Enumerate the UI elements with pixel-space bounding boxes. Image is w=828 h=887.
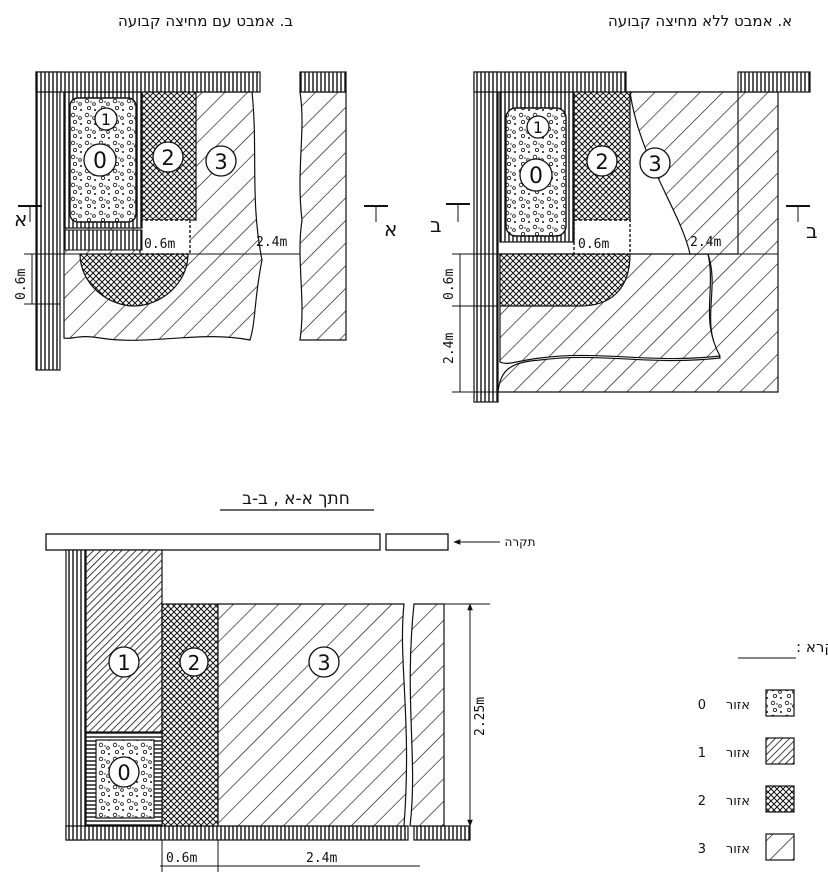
section-dim-06: 0.6m [166,851,197,866]
section-zone2 [161,603,219,827]
section-zone0-marker: 0 [108,756,140,788]
right-zone0-label: 0 [529,164,543,189]
legend: מקרא : אזור 0 אזור 1 אזור 2 אזור 3 [698,638,828,861]
left-zone3-label: 3 [214,150,227,174]
right-plan: 1 0 2 3 0.6m 2.4m 0.6m 2.4m ב ב [430,71,818,403]
legend-label-zone2: אזור [726,794,750,809]
right-dim-24-v: 2.4m [442,333,457,364]
legend-label-zone0: אזור [726,698,750,713]
legend-title: מקרא : [796,638,828,656]
legend-swatch-zone0 [765,689,795,717]
right-zone3-marker: 3 [639,147,671,179]
left-zone1-marker: 1 [94,107,118,131]
right-zone2-marker: 2 [586,145,618,177]
section-floor-right [413,825,471,841]
ceiling-slab-left [45,533,381,551]
left-tub-base [63,229,143,251]
left-zone3-marker: 3 [205,145,237,177]
left-outer-wall-h [35,71,261,93]
right-zone3-label: 3 [648,152,661,176]
legend-num-zone0: 0 [698,698,706,713]
section-zone2-marker: 2 [179,647,209,677]
left-zone0-marker: 0 [83,143,117,177]
section-tub-zone0 [95,739,155,819]
left-zone1-label: 1 [101,110,111,129]
right-section-mark-b-right: ב [806,219,818,243]
legend-num-zone1: 1 [698,746,706,761]
left-plan-title: ב. אמבט עם מחיצה קבועה [118,12,294,30]
section-view: חתך א-א , ב-ב תקרה 1 2 3 [45,489,536,872]
section-zone3-far [409,603,445,827]
legend-label-zone3: אזור [726,842,750,857]
left-plan: 1 0 2 3 0.6m 2.4m 0.6m א א [14,71,397,371]
ceiling-slab-right [385,533,449,551]
left-zone2-marker: 2 [152,141,184,173]
section-wall-v [65,549,87,841]
right-plan-title: א. אמבט ללא מחיצה קבועה [608,12,793,30]
left-dim-06-v: 0.6m [14,269,29,300]
left-section-mark-a-right: א [384,217,397,241]
left-far-wall [299,91,347,341]
right-zone0-marker: 0 [519,158,553,192]
right-dim-06-v: 0.6m [442,269,457,300]
right-zone1-label: 1 [533,118,543,137]
left-far-wall-top [299,71,347,93]
legend-num-zone3: 3 [698,842,706,857]
section-zone1-label: 1 [117,651,130,675]
right-outer-wall-v [473,71,499,403]
left-dotted-box [139,219,191,255]
section-title: חתך א-א , ב-ב [242,489,350,509]
section-zone1-marker: 1 [108,646,140,678]
left-zone0-label: 0 [93,149,107,174]
right-dim-06-h: 0.6m [578,237,609,252]
right-zone2-label: 2 [595,150,608,174]
left-outer-wall-v [35,71,61,371]
right-far-wall-top [737,71,811,93]
legend-num-zone2: 2 [698,794,706,809]
right-zone1-marker: 1 [526,115,550,139]
section-zone0-label: 0 [117,761,130,785]
left-dim-24-h: 2.4m [256,235,287,250]
left-zone2-label: 2 [161,146,174,170]
section-zone2-label: 2 [188,651,201,675]
ceiling-label: תקרה [504,535,535,549]
section-zone3-marker: 3 [308,646,340,678]
legend-label-zone1: אזור [726,746,750,761]
left-dim-06-h: 0.6m [144,237,175,252]
right-zone2-round [499,253,631,307]
left-zone2-round [79,253,189,307]
right-outer-wall-h [473,71,627,93]
section-dim-24: 2.4m [306,851,337,866]
section-zone3 [217,603,408,827]
left-section-mark-a-left: א [14,207,27,231]
section-dim-225: 2.25m [473,697,488,736]
right-dim-24-h: 2.4m [690,235,721,250]
section-floor [65,825,409,841]
legend-swatch-zone2 [765,785,795,813]
right-section-mark-b-left: ב [430,213,442,237]
legend-swatch-zone1 [765,737,795,765]
section-zone3-label: 3 [317,651,330,675]
legend-swatch-zone3 [765,833,795,861]
